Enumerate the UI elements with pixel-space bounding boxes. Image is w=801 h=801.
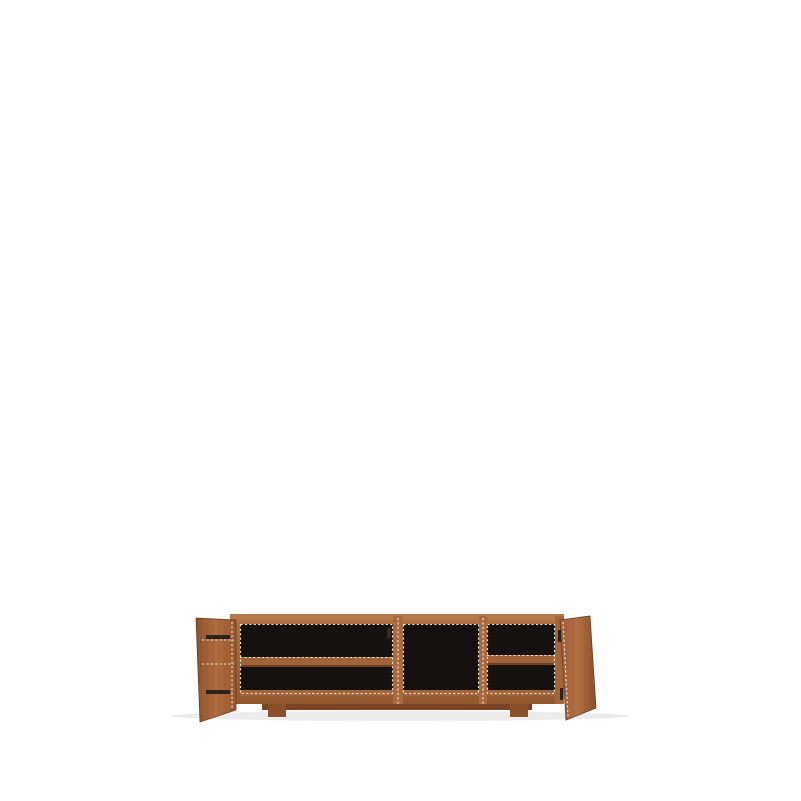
handle-icon xyxy=(387,628,391,638)
cabinet-base xyxy=(262,700,532,717)
right-door xyxy=(558,615,597,721)
divider-right xyxy=(479,616,487,704)
right-shelf xyxy=(487,655,555,663)
hinge-icon xyxy=(560,688,563,700)
cabinet-body xyxy=(230,614,564,704)
floor-shadow xyxy=(170,711,630,721)
hinge-icon xyxy=(206,690,230,694)
hinge-icon xyxy=(206,635,230,639)
left-door xyxy=(195,617,237,723)
left-shelf xyxy=(240,657,393,665)
middle-compartment xyxy=(403,624,479,694)
stitch-details xyxy=(239,618,556,704)
hinge-icon xyxy=(558,630,561,642)
divider-left xyxy=(393,616,403,704)
